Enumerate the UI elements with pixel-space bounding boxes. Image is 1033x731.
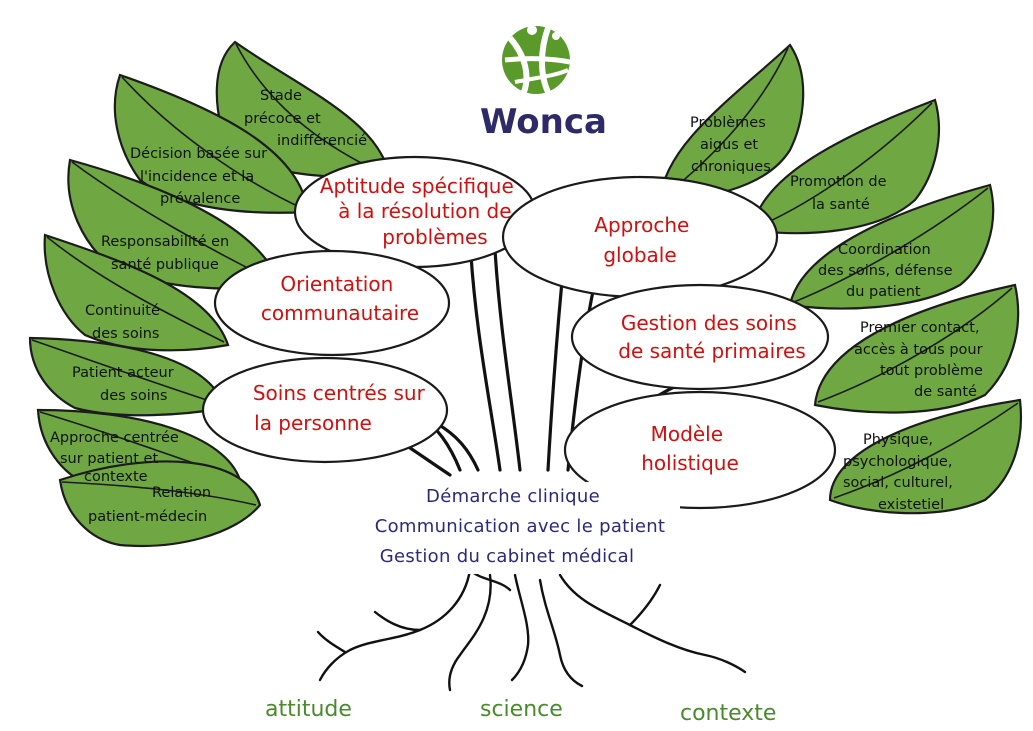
leaf-patient-acteur — [28, 336, 227, 417]
label-soins-centres: Soins centrés sur la personne — [253, 381, 431, 435]
base-labels: attitude science contexte — [265, 697, 776, 726]
competency-ellipses — [201, 155, 837, 510]
tree-roots — [316, 568, 747, 692]
base-science: science — [480, 697, 563, 722]
center-line-gestion-cabinet: Gestion du cabinet médical — [380, 546, 635, 567]
ellipse-soins-centres — [201, 356, 449, 464]
leaf-label-stade: Stade précoce et indifférencié — [244, 88, 367, 149]
leaf-label-problemes: Problèmes aigus et chroniques — [690, 115, 771, 175]
wonca-logo: Wonca — [480, 25, 607, 142]
leaf-promotion — [750, 98, 941, 235]
base-attitude: attitude — [265, 697, 352, 722]
leaf-label-premier-contact: Premier contact, accès à tous pour tout … — [854, 320, 988, 400]
leaf-label-coordination: Coordination des soins, défense du patie… — [818, 242, 957, 300]
center-text: Démarche clinique Communication avec le … — [375, 486, 666, 567]
leaf-label-responsabilite: Responsabilité en santé publique — [101, 234, 234, 273]
leaf-premier-contact — [813, 283, 1020, 414]
ellipse-modele-holistique — [563, 390, 837, 510]
leaf-decision-basee — [113, 73, 310, 214]
center-line-communication: Communication avec le patient — [375, 516, 666, 537]
leaf-label-patient-acteur: Patient acteur des soins — [72, 365, 178, 404]
leaf-label-continuite: Continuité des soins — [85, 303, 165, 342]
wonca-globe-icon — [502, 25, 571, 94]
left-leaves — [28, 40, 392, 548]
base-contexte: contexte — [680, 701, 776, 726]
leaf-physique — [828, 398, 1022, 515]
leaf-label-relation: Relation patient-médecin — [88, 485, 216, 525]
leaf-relation — [58, 460, 262, 548]
ellipse-approche-globale — [501, 175, 779, 299]
label-aptitude: Aptitude spécifique à la résolution de p… — [320, 174, 520, 249]
leaf-label-physique: Physique, psychologique, social, culture… — [843, 432, 957, 513]
right-leaf-labels: Problèmes aigus et chroniques Promotion … — [690, 115, 988, 513]
leaf-coordination — [788, 183, 995, 310]
center-line-demarche: Démarche clinique — [426, 486, 600, 507]
left-leaf-labels: Stade précoce et indifférencié Décision … — [50, 88, 367, 525]
ellipse-orientation — [213, 249, 451, 357]
leaf-label-decision: Décision basée sur l'incidence et la pré… — [130, 146, 272, 207]
leaf-problemes — [658, 43, 805, 202]
leaf-label-approche: Approche centrée sur patient et contexte — [50, 430, 183, 485]
right-leaves — [658, 43, 1022, 515]
center-text-backdrop — [360, 482, 680, 574]
label-orientation: Orientation communautaire — [261, 272, 419, 325]
label-gestion-soins: Gestion des soins de santé primaires — [618, 311, 806, 363]
label-modele-holistique: Modèle holistique — [641, 422, 739, 475]
competency-labels: Aptitude spécifique à la résolution de p… — [253, 174, 806, 475]
ellipse-gestion-soins — [570, 283, 830, 391]
label-approche-globale: Approche globale — [594, 213, 695, 267]
wonca-wordmark: Wonca — [480, 102, 607, 142]
leaf-label-promotion: Promotion de la santé — [790, 174, 891, 213]
